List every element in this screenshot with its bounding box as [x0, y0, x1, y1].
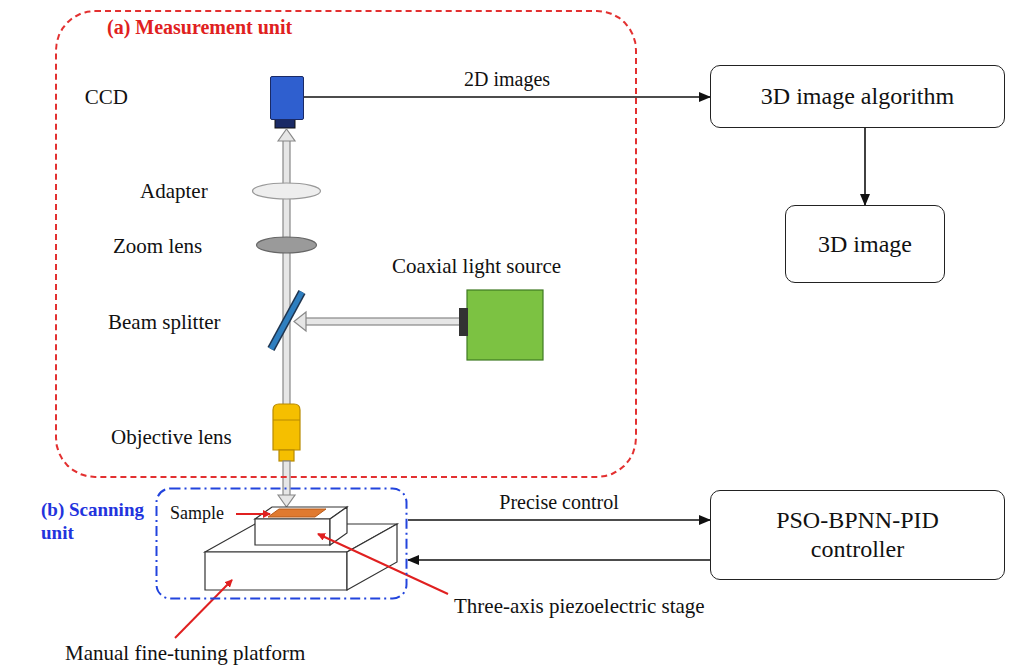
part-label: Three-axis piezoelectric stage — [454, 594, 705, 618]
leader-arrow — [318, 534, 448, 594]
region-heading: (b) Scanning unit — [41, 499, 153, 545]
light-beam — [305, 318, 460, 325]
connector-arrow — [864, 128, 866, 205]
region-heading: CCD — [85, 85, 128, 110]
platform-side — [347, 524, 397, 590]
leader-arrow — [175, 580, 232, 638]
objective-lens — [273, 404, 300, 450]
part-label: Manual fine-tuning platform — [65, 641, 305, 665]
optical-axis-lower — [283, 461, 290, 496]
connector-arrow — [304, 96, 710, 98]
beam-splitter-edge — [271, 292, 302, 349]
part-label: Coaxial light source — [392, 254, 561, 278]
adapter-lens — [253, 183, 321, 199]
axis-arrowhead — [278, 129, 295, 141]
sample — [268, 509, 326, 517]
zoom-lens — [257, 237, 317, 253]
objective-tip — [279, 450, 294, 461]
light-source-port — [459, 308, 468, 336]
stage-side — [330, 507, 347, 545]
leader-arrow — [236, 513, 270, 515]
output-box: 3D image — [785, 205, 945, 283]
region-border — [157, 489, 407, 599]
objective-band — [273, 420, 300, 421]
beam-arrowhead — [294, 312, 306, 331]
region-heading: (a) Measurement unit — [107, 16, 292, 39]
part-label: Sample — [170, 503, 224, 524]
optical-axis — [283, 140, 290, 405]
light-source — [467, 290, 543, 360]
node-text: 3D image algorithm — [761, 82, 954, 111]
part-label: Adapter — [140, 179, 208, 203]
axis-arrowhead-lower — [278, 495, 295, 507]
connector-arrow — [408, 559, 710, 561]
part-label: Beam splitter — [108, 310, 221, 334]
edge-label: Precise control — [496, 491, 621, 514]
stage-front — [255, 519, 330, 545]
process-box: 3D image algorithm — [710, 65, 1005, 128]
connector-arrow — [408, 519, 710, 521]
part-label: Zoom lens — [113, 234, 202, 258]
edge-label: 2D images — [461, 68, 553, 91]
node-text: 3D image — [818, 230, 912, 259]
part-label: Objective lens — [111, 425, 232, 449]
platform-front — [205, 552, 347, 590]
beam-splitter — [271, 292, 302, 349]
controller-box: PSO-BPNN-PID controller — [710, 490, 1005, 580]
ccd-camera: CCD — [270, 76, 304, 120]
node-text: PSO-BPNN-PID controller — [758, 506, 958, 564]
